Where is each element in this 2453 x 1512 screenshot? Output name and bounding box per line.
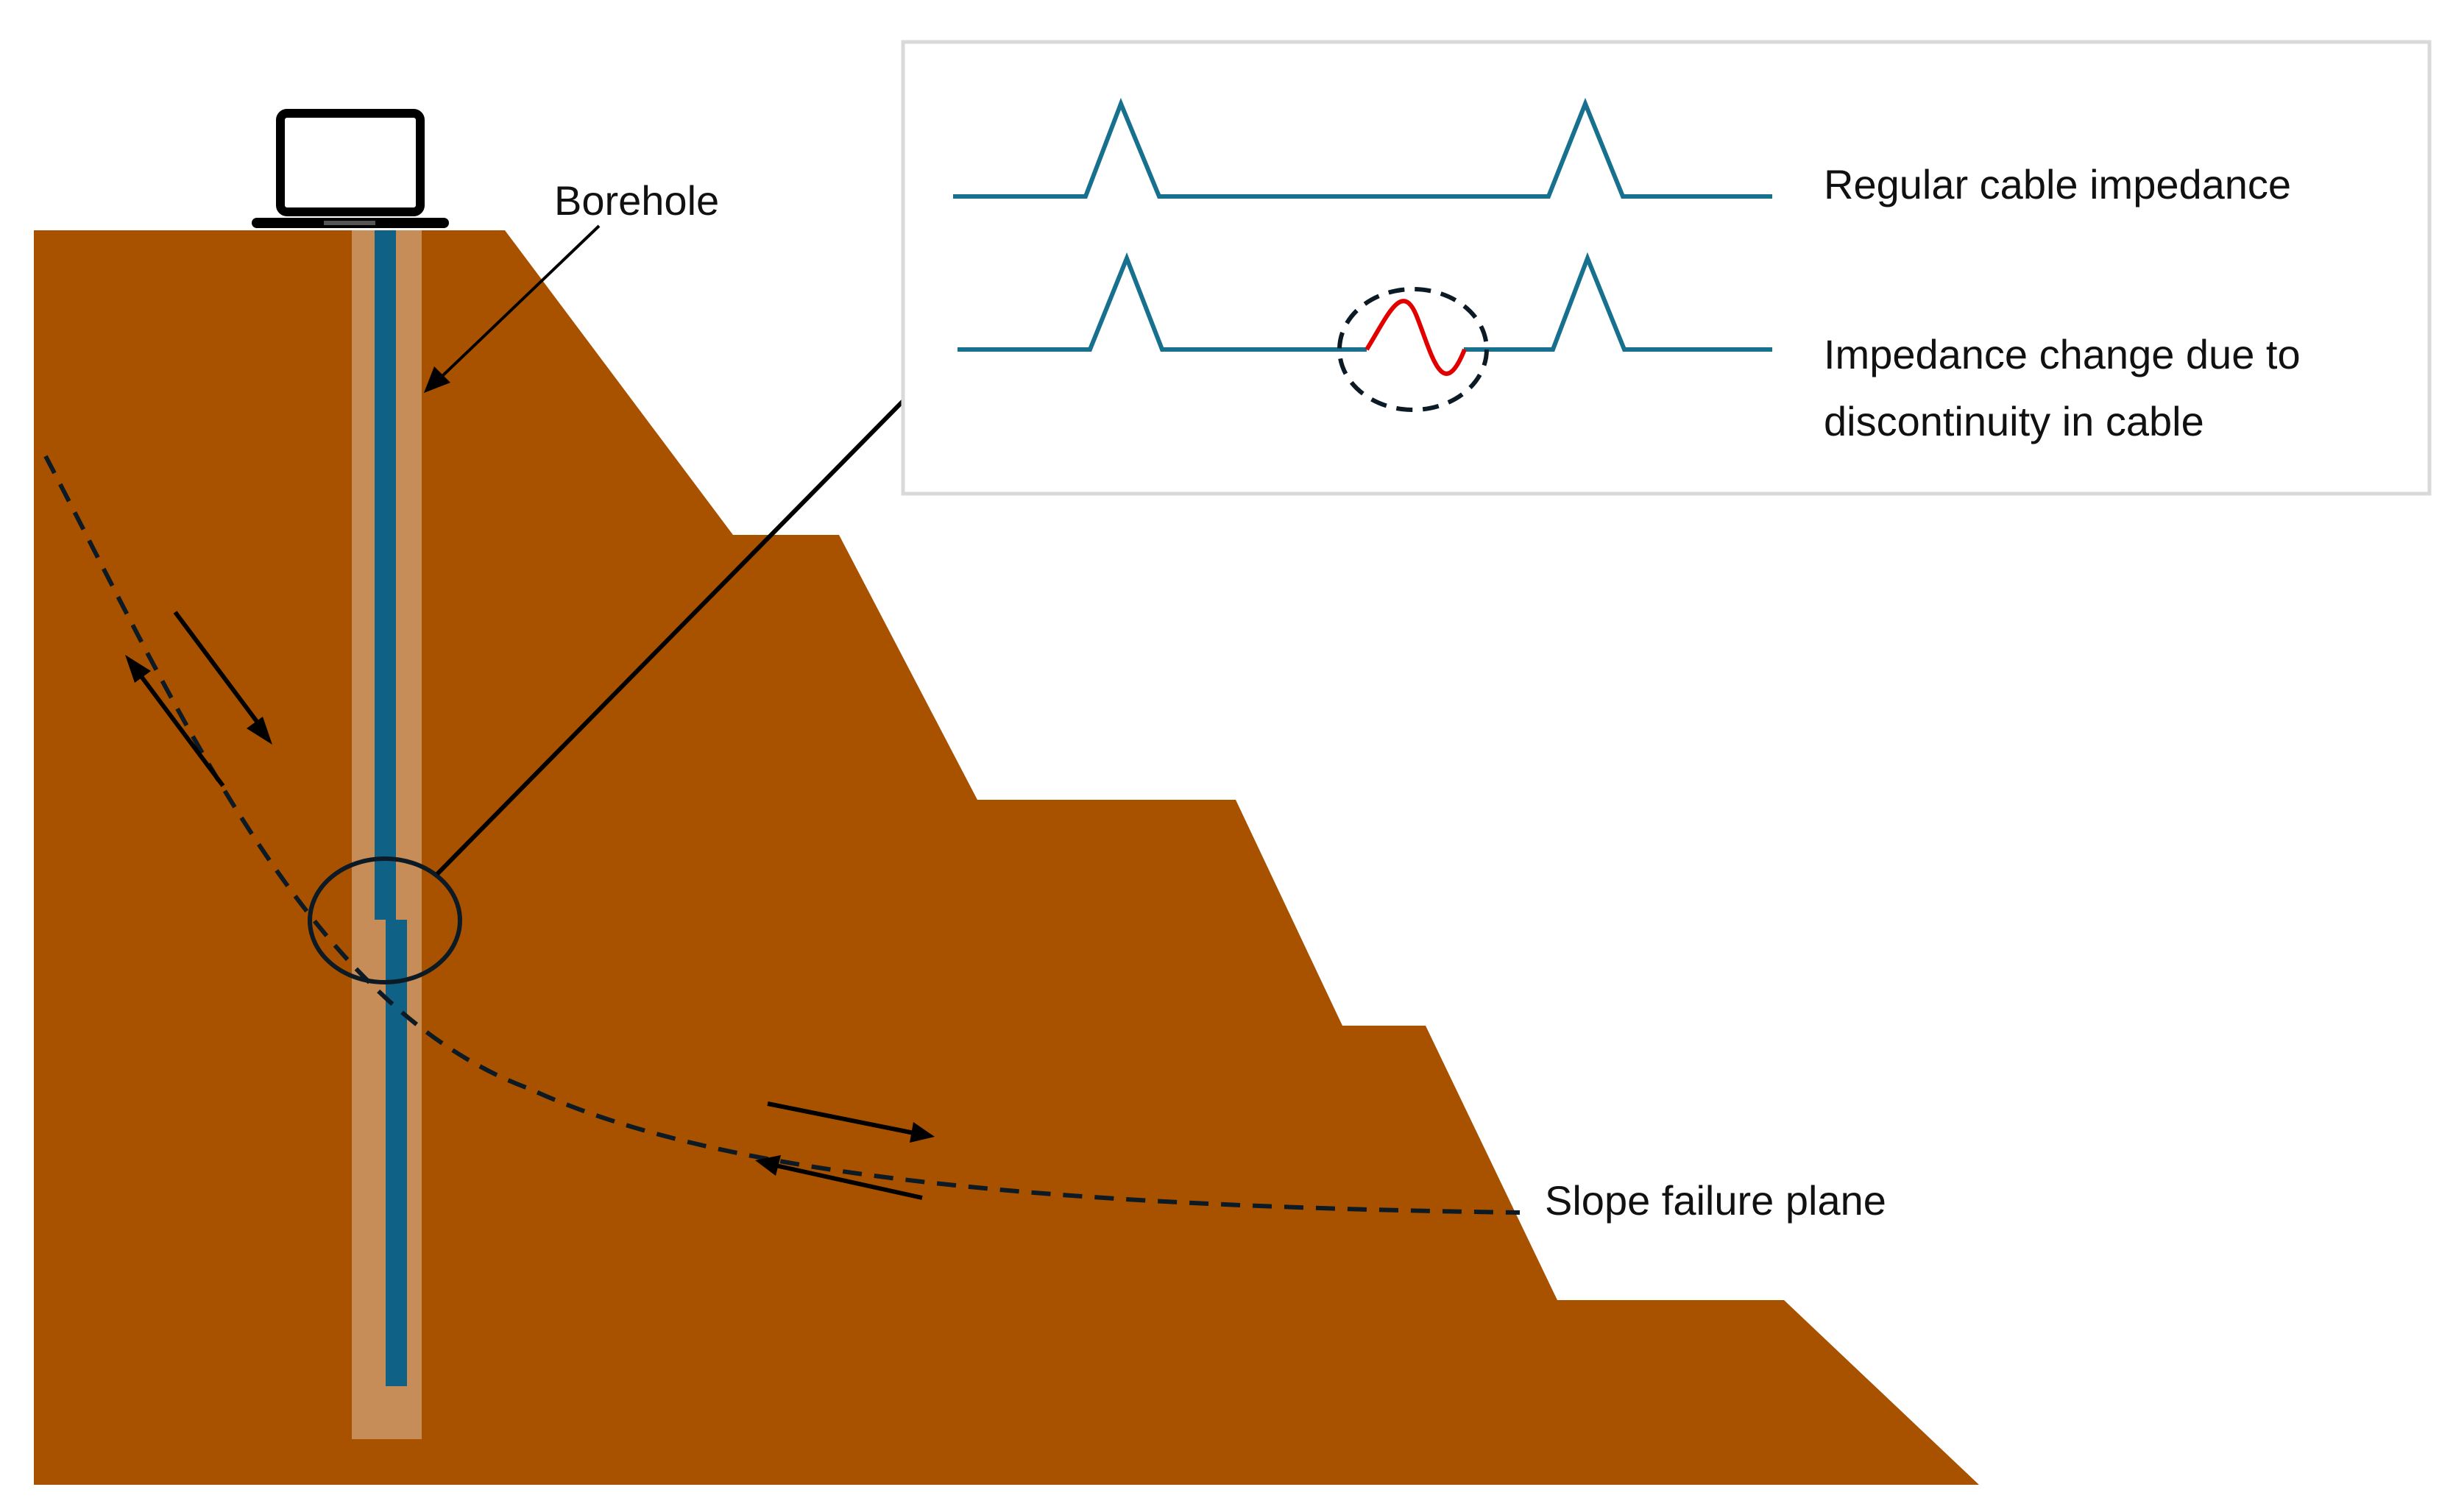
impedance-change-label-line1: Impedance change due to: [1824, 331, 2301, 377]
discontinuity-impedance-trace-right: [1464, 252, 1772, 352]
shear-arrow-left: [755, 1155, 923, 1200]
shear-arrow-upslope: [125, 655, 225, 787]
slope-failure-plane: [43, 455, 1521, 1215]
laptop-icon: [252, 109, 449, 228]
discontinuity-impedance-trace: [958, 252, 1367, 352]
impedance-change-label-line2: discontinuity in cable: [1824, 398, 2204, 444]
shear-arrow-right: [767, 1101, 935, 1143]
borehole-label: Borehole: [554, 177, 719, 224]
shear-arrow-downslope: [173, 611, 272, 745]
borehole-pointer-arrow: [424, 224, 601, 393]
discontinuity-signal: [1364, 299, 1467, 376]
regular-impedance-trace: [953, 97, 1772, 199]
slope-soil-body: [34, 230, 1979, 1485]
cable-lower-segment: [386, 920, 407, 1386]
discontinuity-detail-circle: [308, 856, 462, 984]
discontinuity-highlight-circle: [1337, 287, 1489, 412]
cable-upper-segment: [375, 230, 396, 920]
regular-impedance-label: Regular cable impedance: [1824, 161, 2291, 207]
impedance-inset-panel: Regular cable impedance Impedance change…: [901, 40, 2432, 496]
slope-failure-plane-label: Slope failure plane: [1545, 1177, 1886, 1224]
inset-callout-line: [435, 399, 905, 876]
